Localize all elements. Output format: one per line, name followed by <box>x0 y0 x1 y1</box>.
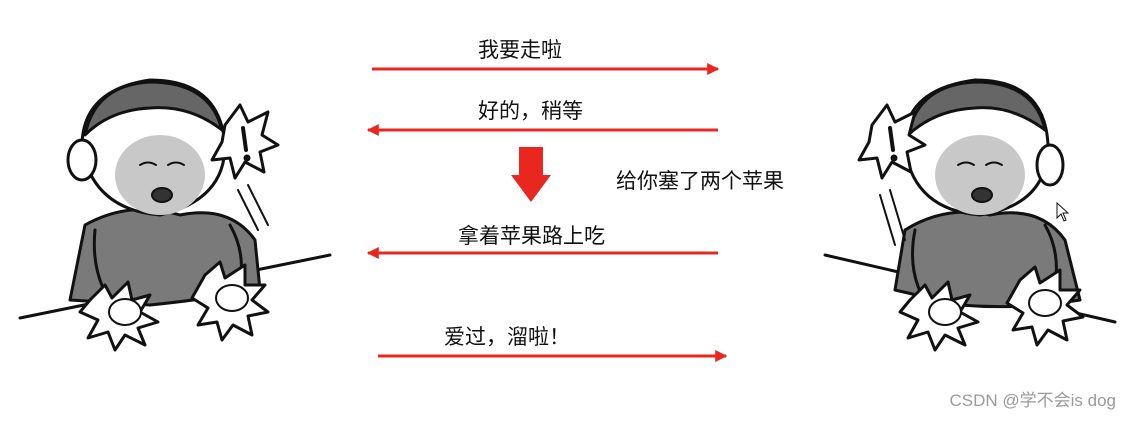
left-character-icon <box>18 78 332 352</box>
message-2-label: 好的，稍等 <box>478 99 583 123</box>
side-note-label: 给你塞了两个苹果 <box>616 169 784 193</box>
watermark-text: CSDN @学不会is dog <box>949 391 1116 410</box>
message-4-label: 爱过，溜啦！ <box>444 325 570 349</box>
message-arrows <box>366 63 728 362</box>
message-1-label: 我要走啦 <box>478 38 562 62</box>
mouse-cursor-icon <box>1056 201 1070 222</box>
down-arrow-icon <box>511 147 551 202</box>
right-character-icon <box>823 78 1117 352</box>
message-3-label: 拿着苹果路上吃 <box>458 224 605 248</box>
